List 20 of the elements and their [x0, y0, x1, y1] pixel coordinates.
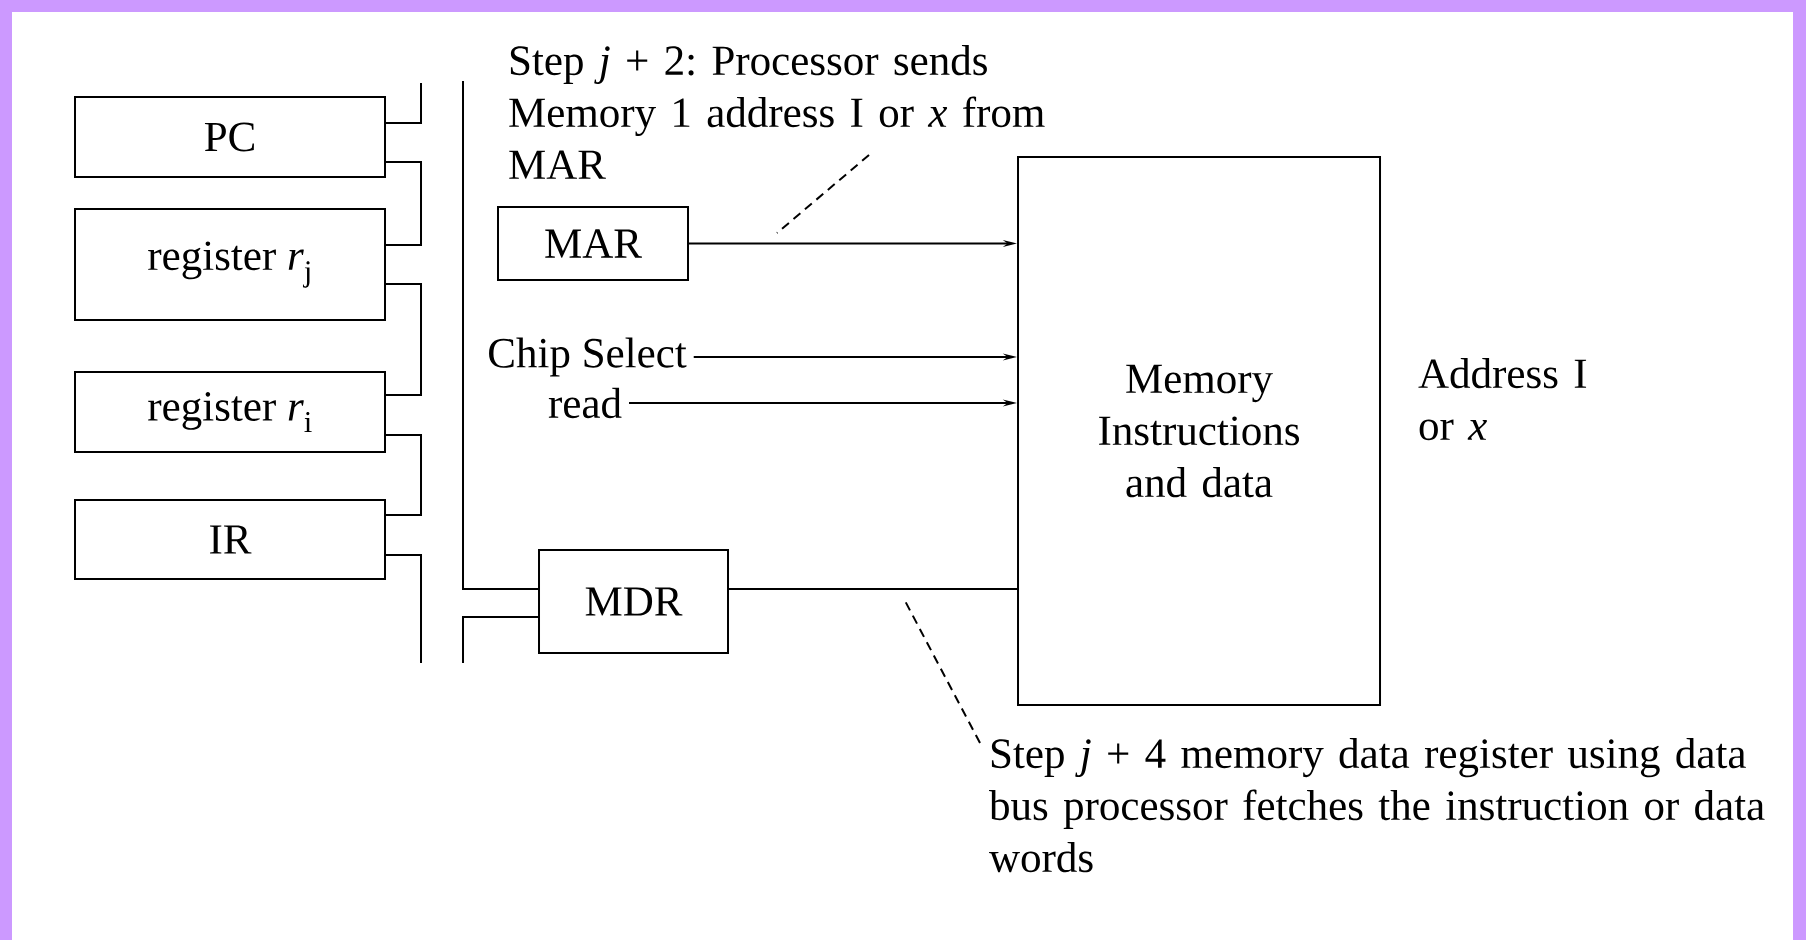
bus-line	[385, 283, 422, 396]
bus-line	[462, 616, 539, 664]
register-box: PC	[74, 96, 386, 178]
leader-line	[776, 154, 870, 234]
register-box: MAR	[497, 206, 689, 281]
signal-label: Chip Select	[489, 337, 687, 377]
address-label: Address I or x	[1418, 358, 1587, 441]
annotation-text: Step j + 4 memory data register using data bus processor fetches the instruction or data words	[989, 738, 1765, 873]
register-box: register r$_{i}$	[74, 371, 386, 453]
bus-line	[385, 554, 422, 664]
memory-box: Memory Instructions and data	[1017, 156, 1381, 706]
bus-line	[385, 82, 422, 124]
bus-line	[462, 80, 539, 590]
register-box: register r$_{j}$	[74, 208, 386, 321]
signal-label: read	[548, 387, 622, 419]
register-box: IR	[74, 499, 386, 580]
bus-line	[385, 434, 422, 516]
bus-line	[728, 588, 1018, 590]
bus-line	[385, 161, 422, 246]
register-box: MDR	[538, 549, 729, 654]
